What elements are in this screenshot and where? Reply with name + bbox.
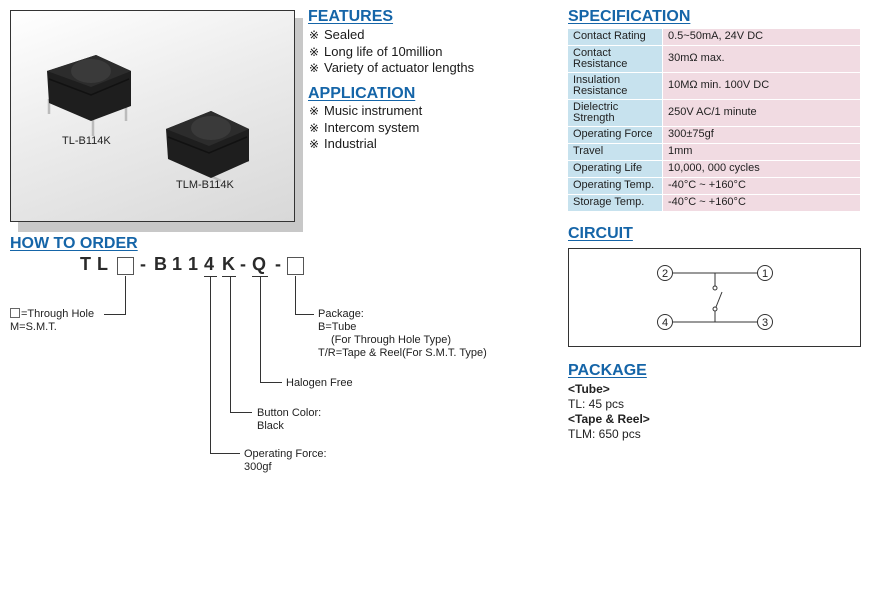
application-list: ※Music instrument ※Intercom system ※Indu… <box>309 103 422 153</box>
leader-mount-h <box>104 314 126 315</box>
note-button-color: Button Color: Black <box>257 407 322 432</box>
code-char: - <box>275 254 281 274</box>
code-char: L <box>97 254 108 274</box>
note-mount-type: =Through Hole M=S.M.T. <box>10 308 95 333</box>
switch-schematic: 2 1 4 3 <box>657 265 773 330</box>
list-item: ※Sealed <box>309 27 365 42</box>
reference-mark-icon: ※ <box>309 28 320 42</box>
pin-label-3: 3 <box>762 317 768 329</box>
pin-label-2: 2 <box>662 268 668 280</box>
note-operating-force: Operating Force: 300gf <box>244 448 327 473</box>
leader-color-h <box>230 412 252 413</box>
mount-type-box <box>117 257 134 275</box>
leader-package <box>295 276 296 314</box>
list-item: ※Intercom system <box>309 119 420 135</box>
reference-mark-icon: ※ <box>309 137 320 151</box>
circuit-heading: CIRCUIT <box>568 225 633 242</box>
code-char: T <box>80 254 91 274</box>
leader-force-h <box>210 453 240 454</box>
leader-force <box>210 277 211 453</box>
reference-mark-icon: ※ <box>309 104 320 118</box>
switch-lever <box>715 291 723 308</box>
code-char: B <box>154 254 167 274</box>
package-reel-qty: TLM: 650 pcs <box>568 427 641 441</box>
features-list: ※Sealed ※Long life of 10million ※Variety… <box>309 27 474 77</box>
pin-label-1: 1 <box>762 268 768 280</box>
table-row: Operating Temp.-40°C ~ +160°C <box>568 178 860 194</box>
note-halogen: Halogen Free <box>286 377 353 389</box>
package-heading: PACKAGE <box>568 362 647 379</box>
switch-illustrations <box>47 55 250 183</box>
package-tube-label: <Tube> <box>568 382 610 396</box>
leader-halogen-h <box>260 382 282 383</box>
contact-bottom <box>712 306 718 312</box>
application-heading: APPLICATION <box>308 85 416 102</box>
list-item: ※Industrial <box>309 136 377 151</box>
table-row: Storage Temp.-40°C ~ +160°C <box>568 195 860 211</box>
code-char: - <box>240 254 246 274</box>
list-item: ※Variety of actuator lengths <box>309 60 475 75</box>
pin-2-circle <box>657 265 673 281</box>
how-to-order-heading: HOW TO ORDER <box>10 235 138 252</box>
tl-b114k-switch-icon <box>47 55 131 136</box>
code-char: 1 <box>172 254 183 274</box>
blank-box-icon <box>10 308 20 318</box>
reference-mark-icon: ※ <box>309 120 320 135</box>
list-item: ※Long life of 10million <box>309 43 443 59</box>
underline-color <box>222 276 236 277</box>
specification-heading: SPECIFICATION <box>568 8 691 25</box>
code-char: - <box>140 254 146 274</box>
part-label-tl: TL-B114K <box>62 135 111 147</box>
leader-package-h <box>295 314 314 315</box>
code-char: 4 <box>204 254 215 274</box>
note-package: Package: B=Tube (For Through Hole Type) … <box>318 308 487 359</box>
pin-4-circle <box>657 314 673 330</box>
product-photo: TL-B114K TLM-B114K <box>10 10 295 222</box>
code-char: Q <box>252 254 267 274</box>
pin-label-4: 4 <box>662 317 668 329</box>
underline-force <box>204 276 217 277</box>
pin-1-circle <box>757 265 773 281</box>
package-reel-label: <Tape & Reel> <box>568 412 650 426</box>
part-label-tlm: TLM-B114K <box>176 179 234 191</box>
leader-mount <box>125 276 126 314</box>
circuit-diagram: 2 1 4 3 <box>568 248 861 347</box>
tlm-b114k-switch-icon <box>166 111 250 183</box>
leader-color <box>230 277 231 412</box>
reference-mark-icon: ※ <box>309 44 320 59</box>
package-tube-qty: TL: 45 pcs <box>568 397 625 411</box>
list-item: ※Music instrument <box>309 103 423 118</box>
contact-top <box>712 285 718 291</box>
reference-mark-icon: ※ <box>309 61 320 75</box>
package-type-box <box>287 257 304 275</box>
features-heading: FEATURES <box>308 8 394 25</box>
underline-halogen <box>252 276 268 277</box>
code-char: K <box>222 254 235 274</box>
leader-halogen <box>260 277 261 382</box>
pin-3-circle <box>757 314 773 330</box>
code-char: 1 <box>188 254 199 274</box>
